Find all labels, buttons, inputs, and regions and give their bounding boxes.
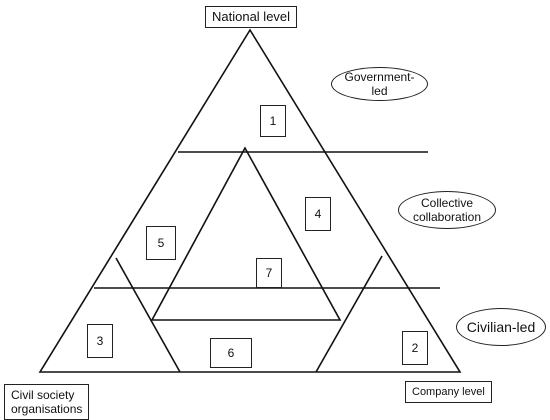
zone-5-box: 5 (146, 226, 176, 260)
collective-line2: collaboration (412, 210, 482, 224)
civil-society-line1: Civil society (11, 388, 75, 402)
left-corner-line (115, 257, 181, 373)
zone-2-box: 2 (402, 331, 428, 365)
zone-7-box: 7 (256, 258, 282, 288)
company-level-label: Company level (405, 381, 492, 403)
national-level-label: National level (205, 6, 298, 28)
zone-6-box: 6 (210, 338, 252, 368)
zone-3-box: 3 (87, 324, 113, 358)
civil-society-line2: organisations (11, 402, 83, 416)
collective-collaboration-oval: Collective collaboration (398, 191, 496, 229)
zone-1-box: 1 (260, 105, 286, 137)
collective-line1: Collective (420, 196, 474, 210)
government-led-oval: Government-led (331, 67, 428, 101)
civil-society-label: Civil society organisations (4, 384, 90, 420)
inner-triangle (150, 146, 342, 321)
civilian-led-oval: Civilian-led (456, 308, 546, 346)
right-corner-line (315, 255, 383, 373)
outer-triangle (38, 28, 462, 373)
zone-4-box: 4 (305, 197, 331, 231)
